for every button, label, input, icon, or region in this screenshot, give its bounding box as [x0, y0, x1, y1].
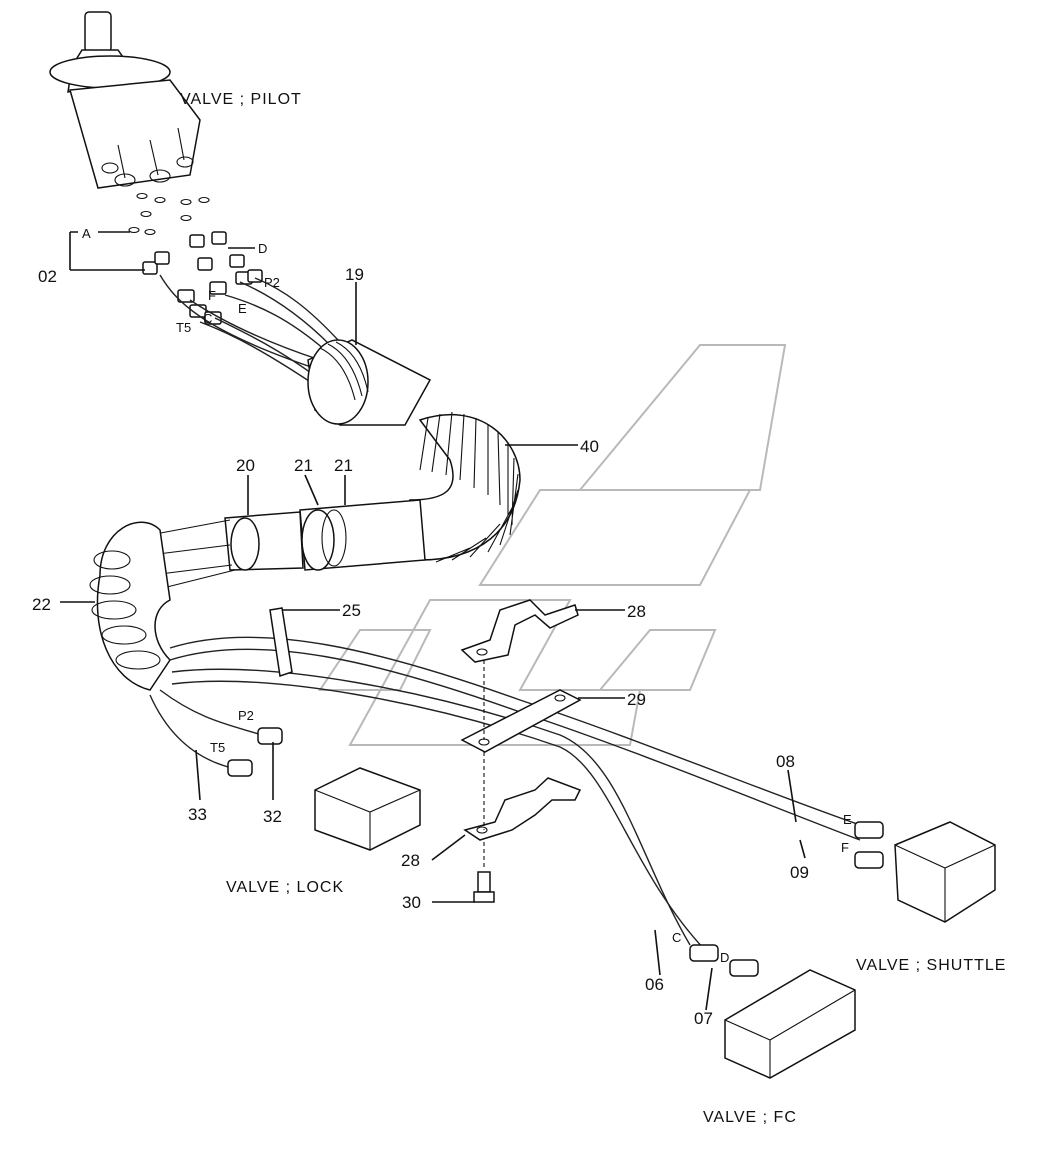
port-label-t5-lock: T5 — [210, 740, 225, 755]
port-label-c-fc: C — [672, 930, 681, 945]
port-label-p2-top: P2 — [264, 275, 280, 290]
part-number-08: 08 — [776, 752, 795, 771]
shuttle-valve-label: VALVE ; SHUTTLE — [856, 957, 1006, 974]
part-number-02: 02 — [38, 267, 57, 286]
part-number-29: 29 — [627, 690, 646, 709]
port-label-d-top: D — [258, 241, 267, 256]
part-number-28-lower: 28 — [401, 851, 420, 870]
part-number-28-upper: 28 — [627, 602, 646, 621]
part-number-32: 32 — [263, 807, 282, 826]
watermark-logo — [318, 344, 787, 746]
shuttle-fittings — [854, 821, 884, 869]
bolt-30 — [473, 871, 495, 903]
fc-valve-label: VALVE ; FC — [703, 1109, 797, 1126]
part-number-33: 33 — [188, 805, 207, 824]
fc-fittings — [689, 944, 759, 977]
part-number-19: 19 — [345, 265, 364, 284]
fc-valve-box — [724, 969, 856, 1079]
upper-hose-bundle — [159, 274, 339, 386]
sleeves-20-21 — [149, 499, 426, 591]
clamp-28-upper — [460, 599, 579, 663]
lower-hose-bundle — [149, 636, 861, 951]
clip-25 — [269, 607, 293, 677]
sleeve-19 — [307, 339, 432, 426]
port-label-a: A — [82, 226, 91, 241]
port-label-e-top: E — [238, 301, 247, 316]
port-label-f-top: F — [208, 288, 216, 303]
spiral-protector-22 — [89, 521, 171, 691]
port-label-d-fc: D — [720, 950, 729, 965]
pilot-valve-label: VALVE ; PILOT — [180, 91, 302, 108]
lock-fittings — [227, 727, 283, 777]
port-label-e-shuttle: E — [843, 812, 852, 827]
port-label-c-top: C — [203, 311, 212, 326]
corrugated-protector-40 — [409, 411, 521, 563]
elbow-fittings — [142, 231, 263, 325]
part-number-06: 06 — [645, 975, 664, 994]
lock-valve-box — [314, 767, 421, 851]
clamp-28-lower — [463, 777, 582, 841]
port-label-f-shuttle: F — [841, 840, 849, 855]
port-label-t5-top: T5 — [176, 320, 191, 335]
port-label-p2-lock: P2 — [238, 708, 254, 723]
part-number-25: 25 — [342, 601, 361, 620]
plate-29 — [460, 689, 582, 753]
part-number-30: 30 — [402, 893, 421, 912]
lock-valve-label: VALVE ; LOCK — [226, 879, 344, 896]
pilot-valve-body — [49, 11, 201, 189]
o-ring-seals — [128, 192, 210, 236]
part-number-21a: 21 — [294, 456, 313, 475]
part-number-20: 20 — [236, 456, 255, 475]
part-number-09: 09 — [790, 863, 809, 882]
shuttle-valve-box — [894, 821, 996, 923]
part-number-21b: 21 — [334, 456, 353, 475]
part-number-07: 07 — [694, 1009, 713, 1028]
leader-lines — [60, 231, 806, 1011]
part-number-40: 40 — [580, 437, 599, 456]
part-number-22: 22 — [32, 595, 51, 614]
